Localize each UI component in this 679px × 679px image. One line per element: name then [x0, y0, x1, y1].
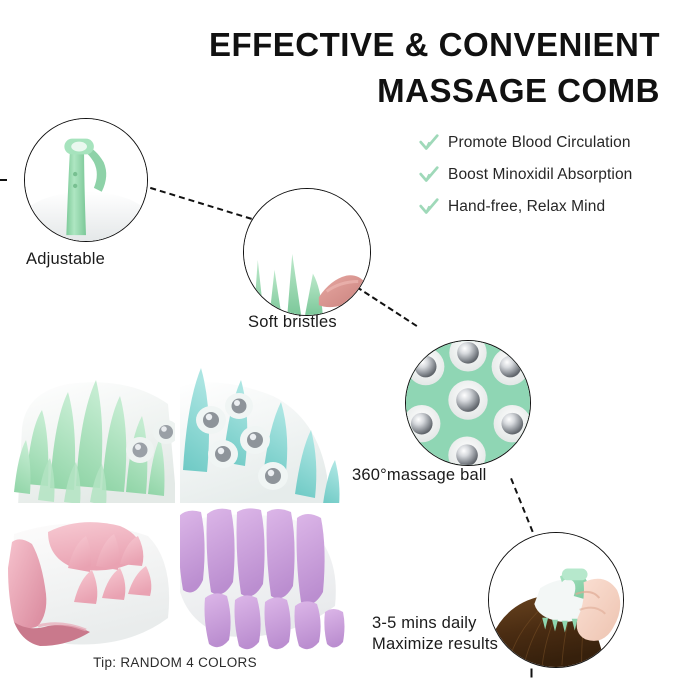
massage-ball-photo: [406, 341, 530, 465]
benefit-item-0: Promote Blood Circulation: [418, 128, 632, 158]
callout-label-massage-ball: 360°massage ball: [352, 466, 487, 484]
title-line-2: MASSAGE COMB: [377, 71, 660, 109]
callout-label-soft-bristles: Soft bristles: [248, 313, 337, 331]
product-quadrant-purple: [177, 505, 346, 653]
product-quadrant-pink: [8, 505, 177, 653]
benefit-label: Hand-free, Relax Mind: [448, 198, 606, 215]
hand-combing-hair-photo: [489, 533, 623, 667]
benefit-item-1: Boost Minoxidil Absorption: [418, 160, 632, 190]
callout-label-adjustable: Adjustable: [26, 250, 106, 268]
soft-bristles-photo: [244, 189, 370, 315]
product-caption: Tip: RANDOM 4 COLORS: [93, 655, 257, 670]
page-title: EFFECTIVE & CONVENIENT MASSAGE COMB: [150, 22, 660, 113]
check-icon: [419, 198, 439, 214]
benefit-label: Boost Minoxidil Absorption: [448, 166, 633, 183]
benefit-item-2: Hand-free, Relax Mind: [418, 192, 632, 222]
callout-daily-use: [488, 532, 624, 668]
product-quadrant-teal-blue: [177, 358, 346, 506]
pink-variant-art: [8, 505, 177, 653]
title-line-1: EFFECTIVE & CONVENIENT: [208, 26, 660, 63]
product-photo-grid: [8, 358, 346, 653]
daily-use-line-1: 3-5 mins daily: [372, 614, 477, 632]
check-icon: [419, 134, 439, 150]
quadrant-seam-horizontal: [8, 503, 346, 508]
check-icon: [419, 166, 439, 182]
adjustable-strap-photo: [25, 119, 147, 241]
callout-adjustable: [24, 118, 148, 242]
teal-blue-variant-art: [177, 358, 346, 506]
connector-tick-daily: [530, 668, 533, 678]
callout-massage-ball: [405, 340, 531, 466]
connector-adjustable-to-bristles: [140, 184, 252, 220]
daily-use-line-2: Maximize results: [372, 634, 499, 653]
callout-label-daily-use: 3-5 mins daily Maximize results: [372, 613, 498, 654]
mint-green-variant-art: [8, 358, 177, 506]
purple-variant-art: [177, 505, 346, 653]
callout-soft-bristles: [243, 188, 371, 316]
product-quadrant-mint-green: [8, 358, 177, 506]
connector-tick-left: [0, 179, 7, 181]
benefit-label: Promote Blood Circulation: [448, 134, 631, 151]
benefit-list: Promote Blood Circulation Boost Minoxidi…: [418, 128, 632, 224]
